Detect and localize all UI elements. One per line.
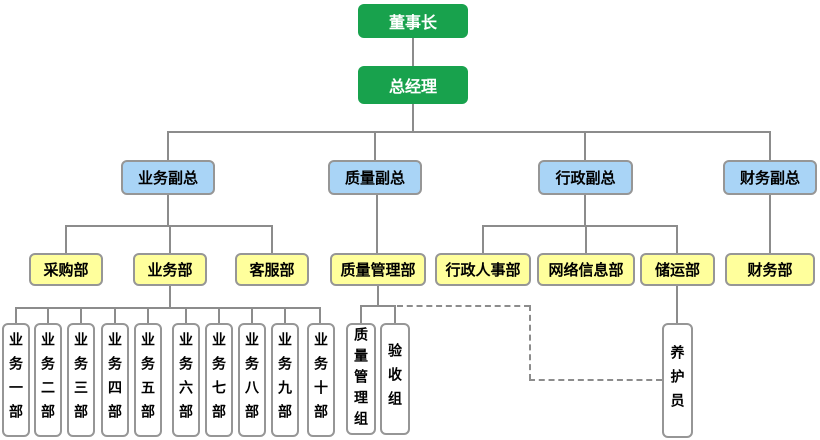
connector-line	[769, 195, 771, 253]
dashed-connector-line	[397, 305, 530, 307]
org-node-dept-storage-transport[interactable]: 储运部	[640, 253, 715, 286]
dashed-connector-line	[529, 305, 531, 380]
connector-line	[412, 38, 414, 66]
connector-line	[360, 305, 396, 307]
connector-line	[482, 225, 678, 227]
connector-line	[65, 225, 272, 227]
connector-line	[80, 307, 82, 323]
org-node-quality-mgmt-group[interactable]: 质量管理组	[346, 323, 376, 435]
org-node-biz-unit-8[interactable]: 业务八部	[238, 323, 266, 437]
org-node-dept-quality-mgmt[interactable]: 质量管理部	[330, 253, 426, 286]
org-node-biz-unit-3[interactable]: 业务三部	[67, 323, 95, 437]
org-node-dept-business[interactable]: 业务部	[133, 253, 207, 286]
connector-line	[769, 131, 771, 160]
connector-line	[167, 131, 771, 133]
org-node-maintenance-staff[interactable]: 养护员	[662, 323, 693, 438]
org-node-biz-unit-5[interactable]: 业务五部	[134, 323, 162, 437]
connector-line	[585, 225, 587, 253]
org-node-biz-unit-1[interactable]: 业务一部	[2, 323, 30, 437]
org-node-vp-finance[interactable]: 财务副总	[723, 160, 817, 195]
connector-line	[319, 307, 321, 323]
org-node-dept-admin-hr[interactable]: 行政人事部	[435, 253, 531, 286]
connector-line	[360, 305, 362, 323]
connector-line	[676, 225, 678, 253]
connector-line	[218, 307, 220, 323]
connector-line	[376, 195, 378, 253]
org-node-dept-finance[interactable]: 财务部	[725, 253, 815, 286]
org-node-vp-business[interactable]: 业务副总	[121, 160, 215, 195]
connector-line	[394, 305, 396, 323]
connector-line	[271, 225, 273, 253]
org-node-biz-unit-6[interactable]: 业务六部	[172, 323, 200, 437]
connector-line	[65, 225, 67, 253]
connector-line	[377, 286, 379, 307]
connector-line	[147, 307, 149, 323]
connector-line	[15, 307, 17, 323]
connector-line	[185, 307, 187, 323]
org-node-dept-purchasing[interactable]: 采购部	[29, 253, 103, 286]
org-node-biz-unit-2[interactable]: 业务二部	[34, 323, 62, 437]
connector-line	[47, 307, 49, 323]
connector-line	[167, 131, 169, 160]
org-node-general-manager[interactable]: 总经理	[358, 66, 468, 104]
connector-line	[584, 195, 586, 226]
connector-line	[584, 131, 586, 160]
org-node-biz-unit-10[interactable]: 业务十部	[307, 323, 335, 437]
connector-line	[284, 307, 286, 323]
connector-line	[412, 104, 414, 132]
org-node-chairman[interactable]: 董事长	[358, 4, 468, 38]
connector-line	[169, 286, 171, 309]
org-node-acceptance-group[interactable]: 验收组	[380, 323, 410, 435]
org-node-biz-unit-9[interactable]: 业务九部	[271, 323, 299, 437]
connector-line	[374, 131, 376, 160]
connector-line	[676, 286, 678, 323]
org-node-dept-network-info[interactable]: 网络信息部	[537, 253, 635, 286]
org-node-biz-unit-7[interactable]: 业务七部	[205, 323, 233, 437]
connector-line	[114, 307, 116, 323]
connector-line	[167, 195, 169, 226]
org-node-vp-quality[interactable]: 质量副总	[328, 160, 422, 195]
dashed-connector-line	[529, 379, 662, 381]
connector-line	[169, 225, 171, 253]
connector-line	[15, 307, 321, 309]
connector-line	[251, 307, 253, 323]
org-node-vp-admin[interactable]: 行政副总	[538, 160, 633, 195]
connector-line	[482, 225, 484, 253]
org-node-dept-customer-service[interactable]: 客服部	[235, 253, 309, 286]
org-node-biz-unit-4[interactable]: 业务四部	[101, 323, 129, 437]
